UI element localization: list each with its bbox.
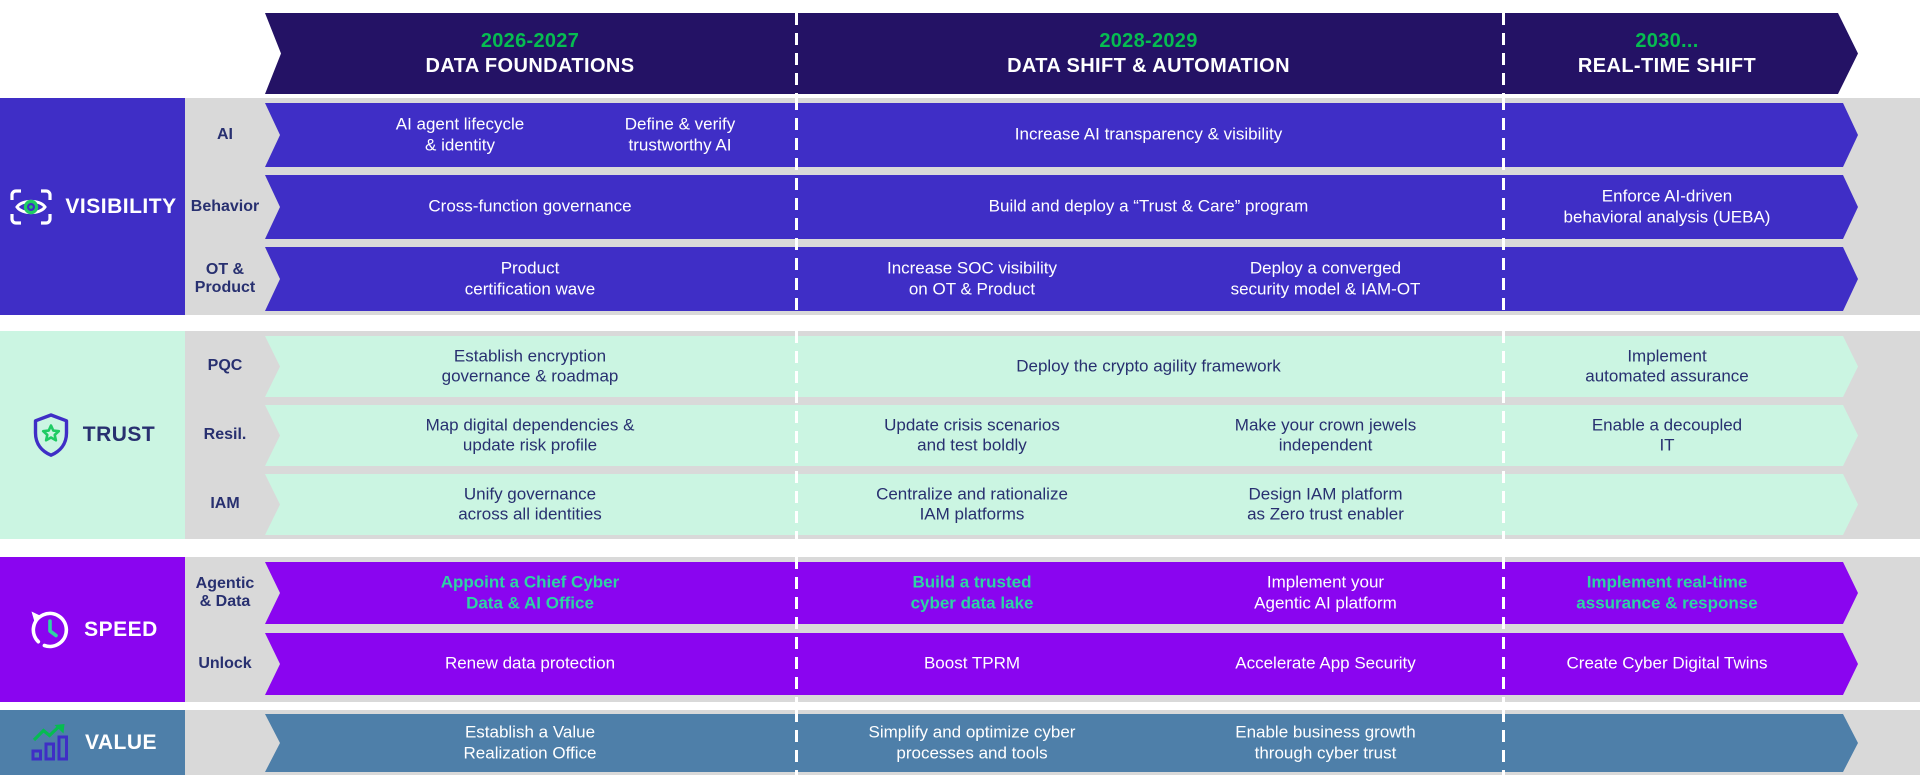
timeline-separator-dashed (795, 13, 798, 94)
bar-ai: AI agent lifecycle & identity Define & ve… (265, 103, 1858, 167)
roadmap-item: Implement real-time assurance & response (1576, 572, 1758, 612)
timeline-separator-dashed (1502, 13, 1505, 94)
roadmap-item: Enforce AI-driven behavioral analysis (U… (1563, 186, 1771, 226)
roadmap-item: Define & verify trustworthy AI (624, 114, 736, 154)
phase-years: 2026-2027 (480, 29, 580, 52)
roadmap-item: Make your crown jewels independent (1234, 414, 1417, 455)
bar-iam: Unify governance across all identities Ce… (265, 474, 1858, 535)
timeline-separator-dashed (795, 98, 798, 315)
row-label-behavior: Behavior (190, 197, 260, 215)
timeline-phase-3: 2030...REAL-TIME SHIFT (1502, 30, 1832, 78)
bar-agentic-data: Appoint a Chief Cyber Data & AI Office Bu… (265, 562, 1858, 624)
row-label-ot-product: OT & Product (194, 260, 256, 296)
timeline-separator-dashed (795, 710, 798, 775)
row-label-resil: Resil. (203, 426, 247, 444)
band-speed: Appoint a Chief Cyber Data & AI Office Bu… (185, 557, 1920, 702)
roadmap-item: Implement automated assurance (1585, 345, 1749, 386)
roadmap-item: Enable business growth through cyber tru… (1235, 722, 1416, 762)
growth-chart-icon (28, 723, 74, 763)
clock-rewind-icon (27, 607, 73, 653)
roadmap-item: Update crisis scenarios and test boldly (884, 414, 1060, 455)
timeline-separator-dashed (795, 331, 798, 539)
roadmap-item: Centralize and rationalize IAM platforms (876, 483, 1068, 524)
bar-resil: Map digital dependencies & update risk p… (265, 405, 1858, 466)
roadmap-item: Deploy a converged security model & IAM-… (1230, 258, 1421, 298)
roadmap-item: Appoint a Chief Cyber Data & AI Office (440, 572, 620, 612)
category-label: VISIBILITY (65, 194, 177, 218)
roadmap-item: Enable a decoupled IT (1591, 414, 1743, 455)
roadmap-item: Unify governance across all identities (458, 483, 602, 524)
category-trust: TRUST (0, 331, 185, 539)
bar-behavior: Cross-function governance Build and deplo… (265, 175, 1858, 239)
row-label-iam: IAM (210, 495, 240, 513)
roadmap-item: Simplify and optimize cyber processes an… (868, 722, 1076, 762)
roadmap-item: Cross-function governance (428, 196, 632, 216)
phase-years: 2028-2029 (1099, 29, 1198, 52)
row-label-unlock: Unlock (198, 654, 252, 672)
roadmap-item: Create Cyber Digital Twins (1566, 653, 1768, 673)
timeline-separator-dashed (1502, 557, 1505, 702)
roadmap-item: AI agent lifecycle & identity (395, 114, 525, 154)
category-label: VALUE (84, 730, 158, 754)
timeline-separator-dashed (1502, 710, 1505, 775)
bar-pqc: Establish encryption governance & roadma… (265, 336, 1858, 397)
bar-ot-product: Product certification wave Increase SOC v… (265, 247, 1858, 311)
category-label: SPEED (84, 617, 158, 641)
timeline-separator-dashed (795, 557, 798, 702)
roadmap-item: Accelerate App Security (1235, 653, 1416, 673)
category-value: VALUE (0, 710, 185, 775)
roadmap-item: Boost TPRM (923, 653, 1021, 673)
roadmap-item: Build a trusted cyber data lake (910, 572, 1034, 612)
category-label: TRUST (82, 423, 156, 446)
bar-value: Establish a Value Realization Office Simp… (265, 714, 1858, 772)
bar-unlock: Renew data protection Boost TPRM Accelerat… (265, 633, 1858, 695)
eye-scan-icon (8, 187, 54, 227)
timeline-separator-dashed (1502, 98, 1505, 315)
timeline-separator-dashed (1502, 331, 1505, 539)
row-label-ai: AI (217, 125, 233, 143)
roadmap-item: Increase AI transparency & visibility (1014, 124, 1283, 144)
roadmap-item: Product certification wave (464, 258, 596, 298)
roadmap-item: Establish encryption governance & roadma… (441, 345, 619, 386)
roadmap-item: Increase SOC visibility on OT & Product (886, 258, 1058, 298)
roadmap-item: Design IAM platform as Zero trust enable… (1247, 483, 1404, 524)
band-value: Establish a Value Realization Office Simp… (185, 710, 1920, 775)
category-speed: SPEED (0, 557, 185, 702)
roadmap-item: Build and deploy a “Trust & Care” progra… (988, 196, 1309, 216)
roadmap-item: Deploy the crypto agility framework (1016, 356, 1281, 376)
roadmap-item: Renew data protection (444, 653, 616, 673)
phase-title: DATA FOUNDATIONS (425, 54, 635, 77)
band-trust: Establish encryption governance & roadma… (185, 331, 1920, 539)
roadmap-item: Implement your Agentic AI platform (1254, 572, 1397, 612)
row-label-pqc: PQC (207, 357, 243, 375)
category-visibility: VISIBILITY (0, 98, 185, 315)
shield-star-icon (30, 412, 72, 458)
phase-years: 2030... (1635, 29, 1699, 52)
roadmap-item: Establish a Value Realization Office (463, 722, 597, 762)
roadmap-item: Map digital dependencies & update risk p… (425, 414, 635, 455)
band-visibility: AI agent lifecycle & identity Define & ve… (185, 98, 1920, 315)
phase-title: DATA SHIFT & AUTOMATION (1007, 54, 1290, 77)
row-label-agentic-data: Agentic & Data (195, 574, 255, 610)
phase-title: REAL-TIME SHIFT (1577, 54, 1757, 77)
